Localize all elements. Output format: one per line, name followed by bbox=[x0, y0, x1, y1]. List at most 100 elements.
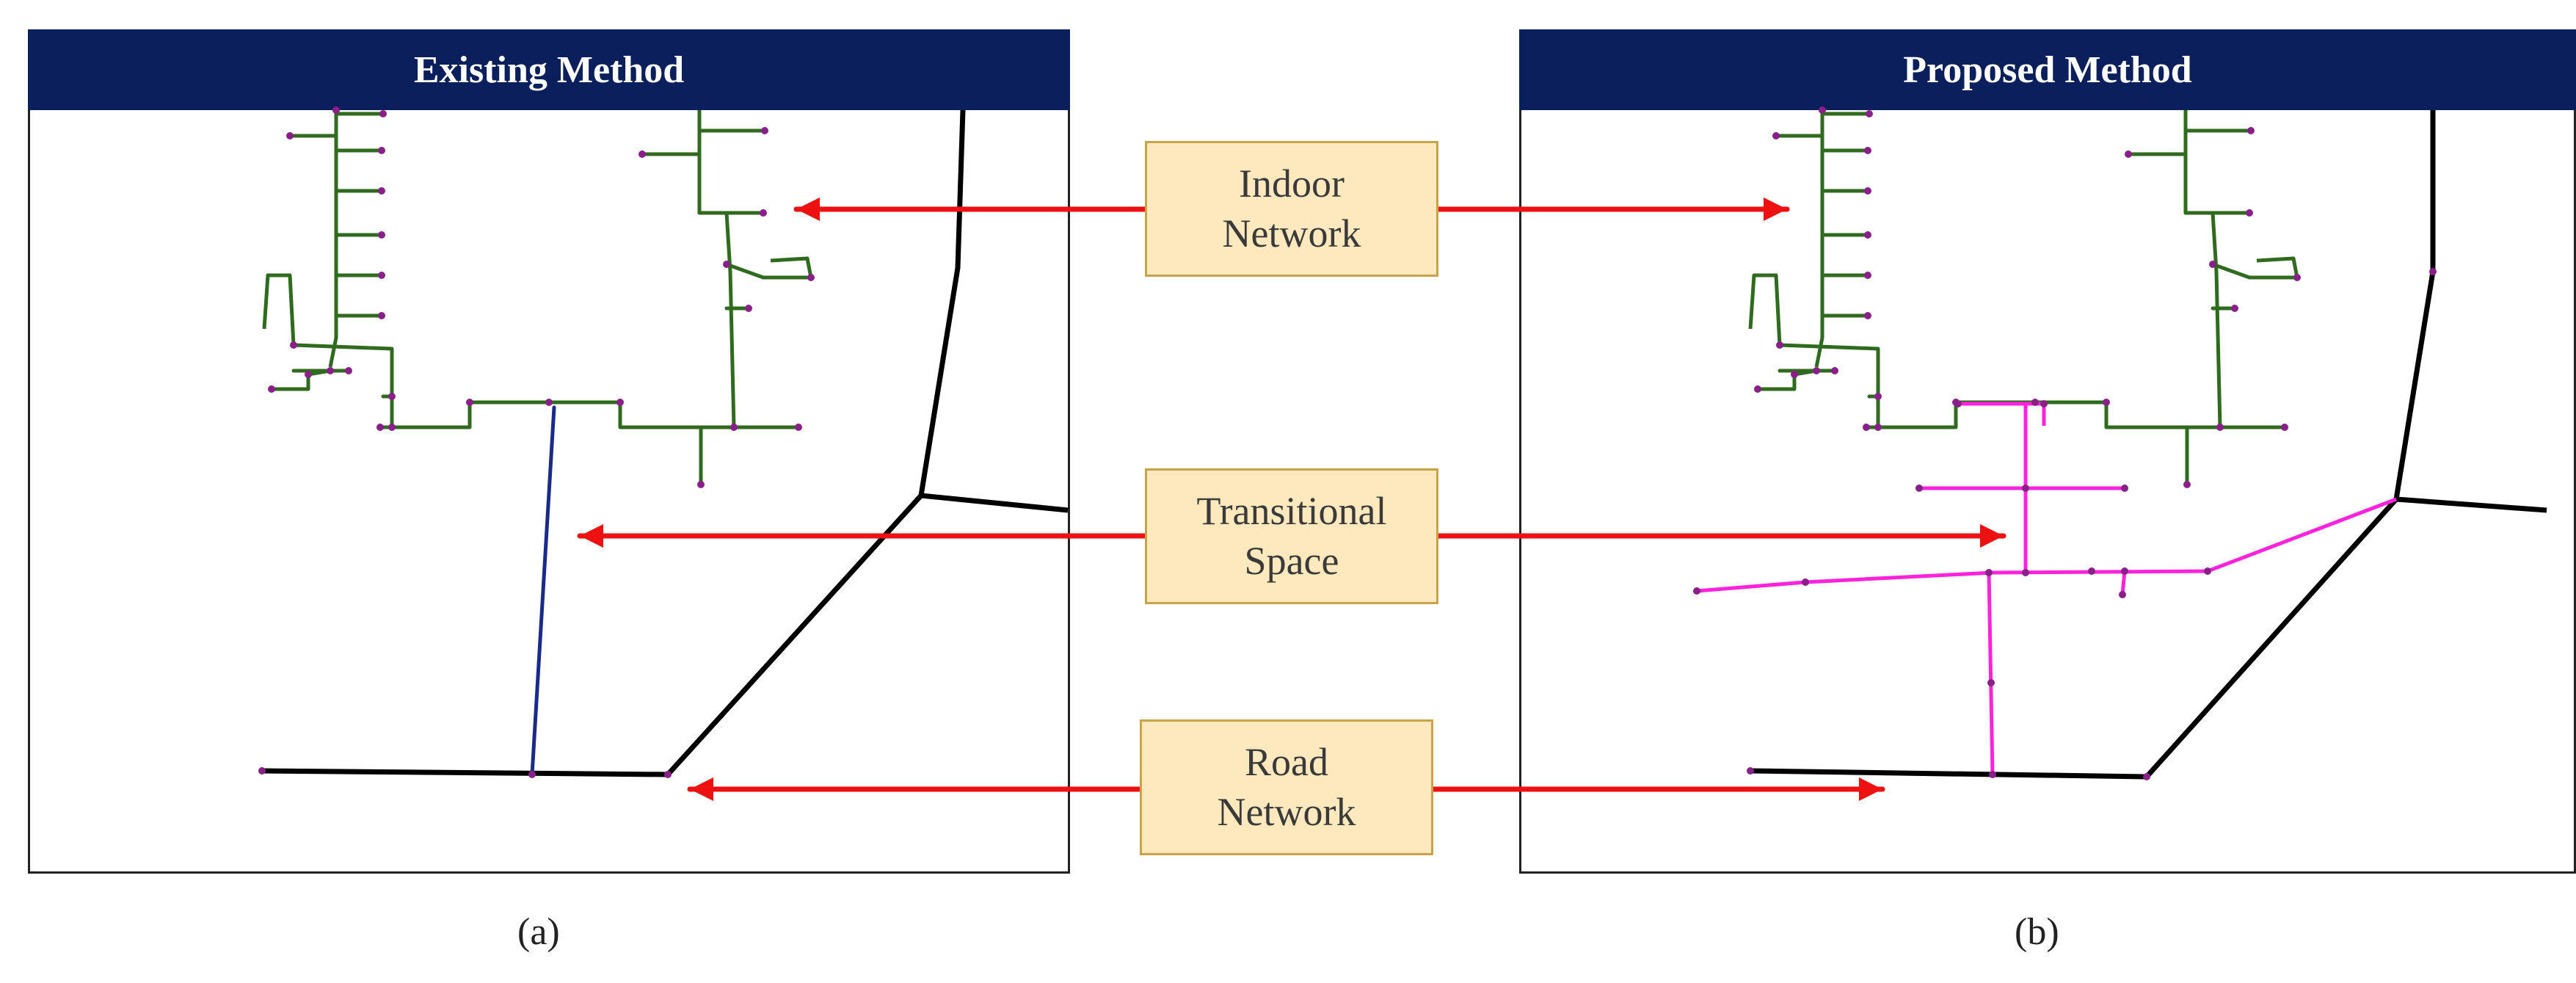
indoor-branch bbox=[272, 369, 331, 391]
network-node bbox=[616, 399, 624, 406]
network-node bbox=[379, 110, 387, 117]
proposed-method-header: Proposed Method bbox=[1519, 29, 2576, 110]
network-node bbox=[2204, 567, 2211, 575]
network-node bbox=[1747, 767, 1754, 775]
network-node bbox=[1987, 679, 1995, 686]
network-node bbox=[1915, 485, 1923, 492]
indoor-room-loop bbox=[726, 256, 813, 280]
proposed-method-panel: Proposed Method bbox=[1519, 29, 2576, 874]
road-segment bbox=[1750, 497, 2398, 780]
road-label-line2: Network bbox=[1217, 789, 1356, 834]
network-node bbox=[2103, 399, 2110, 406]
road-segment bbox=[918, 109, 1069, 513]
indoor-corridor bbox=[1866, 400, 2285, 429]
network-nodes bbox=[258, 106, 2437, 780]
network-node bbox=[2209, 261, 2216, 268]
network-node bbox=[2143, 773, 2150, 780]
arrow-head bbox=[580, 524, 603, 548]
network-node bbox=[1864, 272, 1871, 279]
existing-method-header: Existing Method bbox=[28, 29, 1070, 110]
indoor-network-lines bbox=[262, 110, 2299, 487]
network-node bbox=[1772, 132, 1780, 139]
indoor-corridor bbox=[380, 400, 798, 429]
network-node bbox=[795, 424, 802, 431]
network-node bbox=[745, 305, 752, 312]
indoor-label-line2: Network bbox=[1222, 211, 1361, 255]
network-node bbox=[345, 367, 352, 374]
proposed-transitional-path bbox=[1987, 570, 1995, 777]
network-node bbox=[388, 424, 396, 431]
network-node bbox=[1874, 393, 1882, 400]
indoor-room-loop bbox=[2212, 256, 2299, 280]
network-node bbox=[1693, 587, 1700, 595]
network-node bbox=[2293, 274, 2301, 281]
network-node bbox=[1864, 147, 1871, 154]
network-node bbox=[466, 399, 473, 406]
network-node bbox=[1802, 578, 1809, 586]
proposed-transitional-path bbox=[1696, 497, 2397, 593]
network-node bbox=[2022, 569, 2029, 576]
network-node bbox=[760, 209, 767, 217]
indoor-label-line1: Indoor bbox=[1239, 162, 1345, 206]
network-node bbox=[1864, 187, 1871, 195]
network-node bbox=[723, 261, 730, 268]
network-node bbox=[2119, 591, 2126, 598]
caption-b: (b) bbox=[2015, 911, 2059, 953]
indoor-network-label: Indoor Network bbox=[1145, 141, 1438, 277]
network-node bbox=[1754, 385, 1761, 393]
network-node bbox=[2121, 567, 2128, 575]
network-node bbox=[1985, 569, 1993, 576]
network-node bbox=[378, 231, 385, 239]
network-node bbox=[327, 367, 334, 374]
pointer-arrows bbox=[577, 197, 2006, 801]
network-node bbox=[638, 150, 646, 158]
caption-a: (a) bbox=[517, 911, 560, 953]
network-node bbox=[332, 106, 340, 114]
road-segment bbox=[2393, 110, 2547, 513]
network-node bbox=[2281, 424, 2288, 431]
network-node bbox=[378, 312, 385, 319]
network-node bbox=[1819, 106, 1826, 114]
existing-transitional-link bbox=[530, 405, 556, 777]
road-label-line1: Road bbox=[1245, 740, 1328, 784]
transitional-space-label: Transitional Space bbox=[1145, 468, 1438, 604]
network-node bbox=[2040, 400, 2048, 407]
network-node bbox=[2121, 485, 2128, 492]
network-node bbox=[2183, 481, 2191, 488]
network-node bbox=[2429, 268, 2437, 275]
network-node bbox=[1776, 341, 1783, 349]
network-node bbox=[761, 127, 768, 134]
indoor-room-loop bbox=[1748, 273, 1879, 351]
network-node bbox=[268, 385, 275, 393]
indoor-corridor bbox=[328, 110, 338, 368]
arrow-head bbox=[1859, 777, 1882, 801]
network-node bbox=[2231, 305, 2238, 312]
network-node bbox=[1864, 231, 1871, 239]
network-node bbox=[2031, 399, 2039, 406]
proposed-transitional-path bbox=[2120, 569, 2127, 597]
network-node bbox=[2022, 485, 2029, 492]
arrow-head bbox=[796, 197, 820, 221]
indoor-branch bbox=[1758, 369, 1817, 391]
network-node bbox=[528, 771, 536, 778]
network-node bbox=[2246, 209, 2253, 217]
indoor-corridor bbox=[1814, 110, 1824, 368]
network-node bbox=[697, 481, 705, 488]
network-node bbox=[378, 187, 385, 195]
network-node bbox=[1863, 424, 1870, 431]
network-node bbox=[286, 132, 294, 139]
indoor-corridor bbox=[2183, 110, 2222, 428]
indoor-corridor bbox=[697, 110, 736, 428]
network-node bbox=[2125, 150, 2132, 158]
network-node bbox=[545, 399, 553, 406]
network-node bbox=[1831, 367, 1838, 374]
network-node bbox=[807, 274, 815, 281]
network-node bbox=[376, 424, 384, 431]
network-node bbox=[1874, 424, 1882, 431]
network-node bbox=[730, 424, 738, 431]
arrow-head bbox=[1764, 197, 1787, 221]
network-node bbox=[378, 147, 385, 154]
network-node bbox=[258, 767, 266, 775]
network-node bbox=[1813, 367, 1820, 374]
